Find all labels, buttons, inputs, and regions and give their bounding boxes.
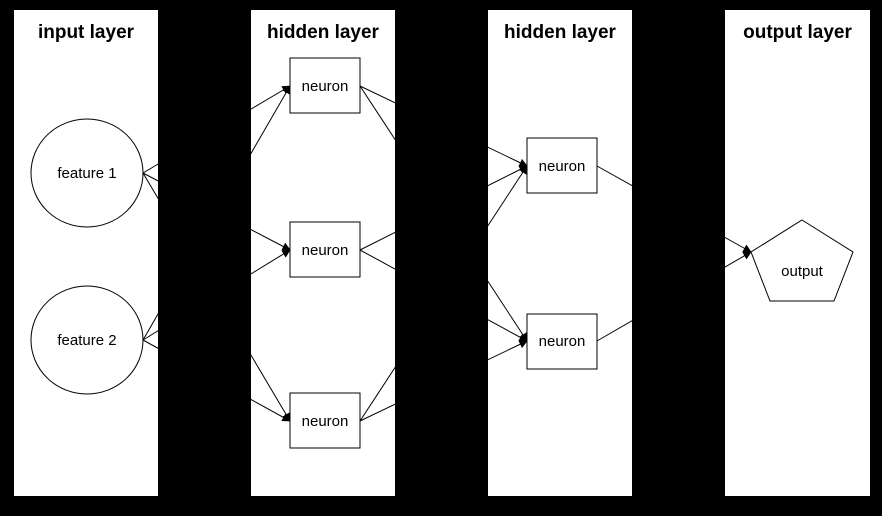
edge-h1n1-h2n2 [359, 85, 528, 342]
label-feature-2: feature 2 [57, 332, 116, 349]
label-h1-neuron-3: neuron [302, 413, 349, 430]
panel-title-hidden-1: hidden layer [267, 22, 380, 43]
node-h2-neuron-1 [526, 137, 598, 194]
edge-feature1-h1n3 [142, 172, 291, 422]
panel-title-hidden-2: hidden layer [504, 22, 617, 43]
edge-feature1-h1n1 [142, 85, 291, 174]
edges [142, 85, 752, 422]
edge-h2n1-output [596, 165, 752, 253]
node-h2-neuron-2 [526, 313, 598, 370]
label-h1-neuron-2: neuron [302, 242, 349, 259]
label-h2-neuron-1: neuron [539, 158, 586, 175]
edge-h1n2-h2n1 [359, 165, 528, 251]
node-h1-neuron-2 [289, 221, 361, 278]
panel-title-input: input layer [38, 22, 135, 43]
panel-input-layer [14, 10, 158, 496]
nodes [30, 57, 854, 449]
edge-feature2-h1n3 [142, 339, 291, 422]
node-h1-neuron-1 [289, 57, 361, 114]
edge-feature2-h1n1 [142, 85, 291, 341]
panel-title-output: output layer [743, 22, 852, 43]
label-h1-neuron-1: neuron [302, 78, 349, 95]
label-output: output [781, 263, 824, 280]
node-feature-1 [30, 118, 144, 228]
node-feature-2 [30, 285, 144, 395]
edge-feature2-h1n2 [142, 249, 291, 341]
edge-h1n3-h2n2 [359, 340, 528, 422]
label-h2-neuron-2: neuron [539, 333, 586, 350]
edge-h1n3-h2n1 [359, 165, 528, 422]
edge-feature1-h1n2 [142, 172, 291, 251]
node-h1-neuron-3 [289, 392, 361, 449]
panel-titles: input layer hidden layer hidden layer ou… [38, 22, 853, 43]
node-output [750, 219, 854, 302]
node-labels: feature 1 feature 2 neuron neuron neuron… [57, 78, 823, 430]
panel-hidden-layer-2 [488, 10, 632, 496]
label-feature-1: feature 1 [57, 165, 116, 182]
edge-h1n2-h2n2 [359, 249, 528, 342]
edge-h2n2-output [596, 251, 752, 342]
edge-h1n1-h2n1 [359, 85, 528, 167]
